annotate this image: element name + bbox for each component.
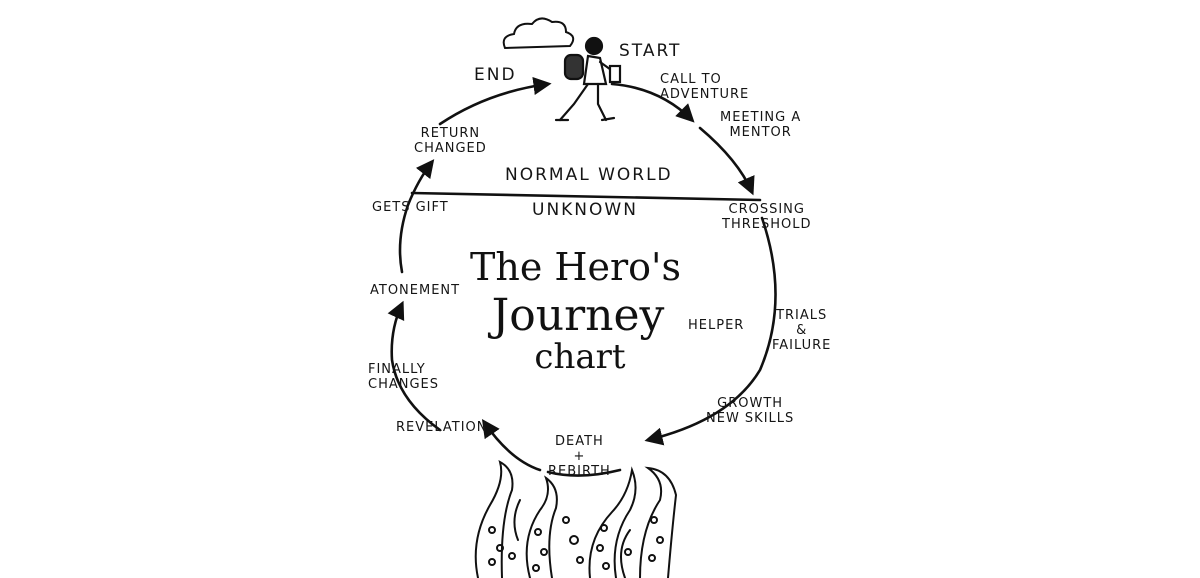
arc-start-to-mentor: [610, 82, 695, 123]
death-rebirth-label: Death + Rebirth: [548, 434, 611, 479]
trials-failure-label: Trials & Failure: [772, 308, 832, 353]
start-label: Start: [619, 41, 682, 61]
helper-label: Helper: [688, 318, 745, 333]
arc-mentor-to-threshold: [698, 126, 755, 196]
arc-atonement-to-return: [398, 159, 435, 274]
threshold-line: [410, 191, 762, 202]
tentacles-icon: [474, 460, 678, 578]
call-to-adventure-label: Call to Adventure: [660, 72, 750, 102]
arc-revelation-to-atonement: [387, 300, 442, 432]
unknown-label: Unknown: [532, 200, 638, 220]
revelation-label: Revelation: [396, 420, 488, 435]
title-line-3: chart: [534, 337, 626, 377]
finally-changes-label: Finally Changes: [368, 362, 440, 392]
arc-death-underline: [546, 468, 622, 477]
arc-return-to-end: [438, 76, 552, 126]
title-line-1: The Hero's: [470, 245, 682, 289]
cloud-icon: [502, 17, 575, 50]
return-changed-label: Return Changed: [414, 126, 487, 156]
journey-circle: [387, 76, 777, 477]
normal-world-label: Normal World: [505, 165, 673, 185]
arc-threshold-to-growth: [644, 216, 777, 446]
arc-death-to-revelation: [481, 418, 542, 472]
crossing-threshold-label: Crossing Threshold: [722, 202, 812, 232]
end-label: End: [474, 65, 517, 85]
growth-new-skills-label: Growth New Skills: [706, 396, 795, 426]
hiker-icon: [554, 36, 622, 122]
meeting-mentor-label: Meeting a Mentor: [720, 110, 802, 140]
atonement-label: Atonement: [370, 283, 461, 298]
title-line-2: Journey: [491, 290, 665, 341]
gets-gift-label: Gets Gift: [372, 200, 449, 215]
